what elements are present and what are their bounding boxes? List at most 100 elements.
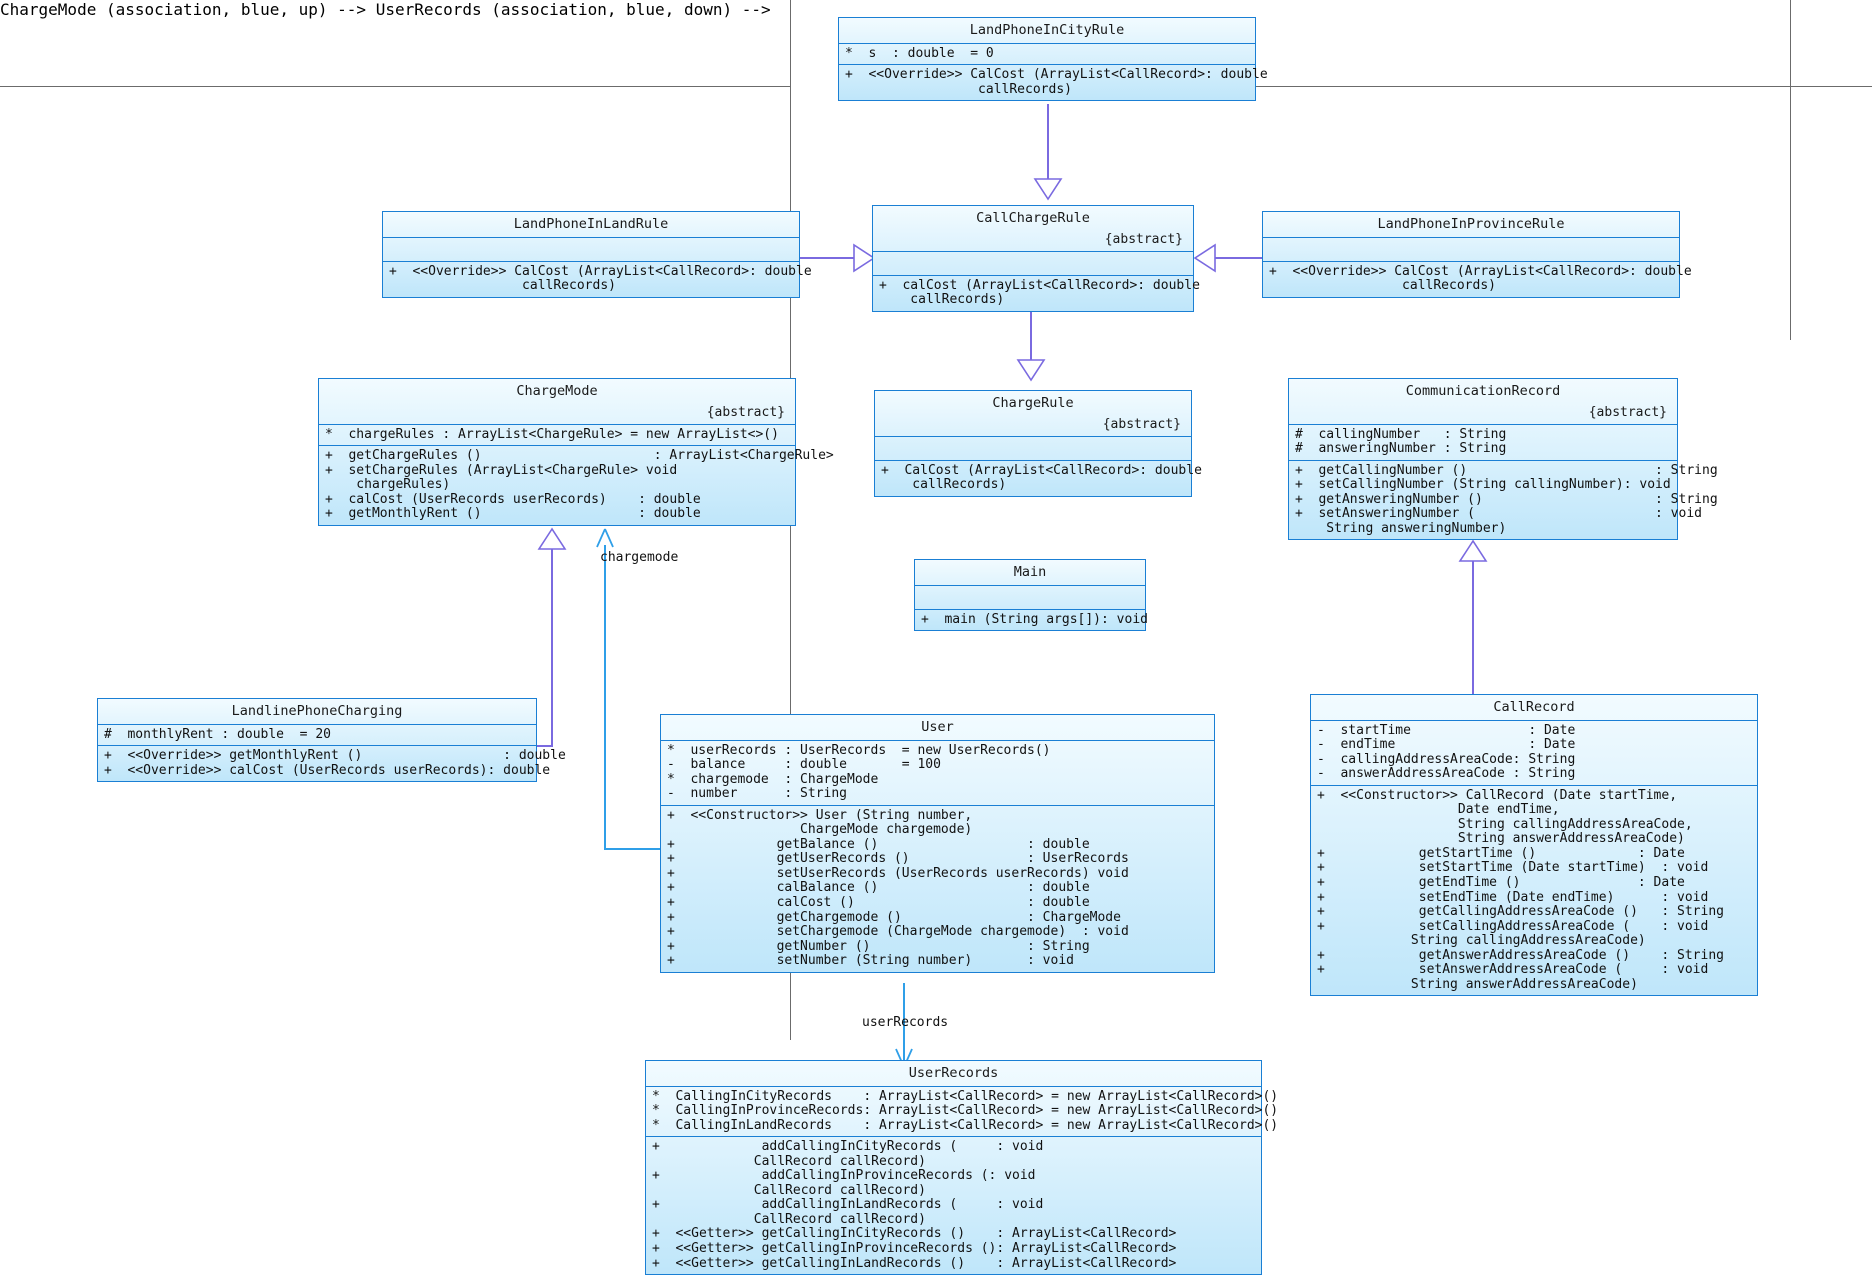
class-box-communicationrecord[interactable]: CommunicationRecord {abstract} # calling… — [1288, 378, 1718, 541]
operation-row: + calCost (UserRecords userRecords) : do… — [325, 491, 701, 507]
attribute-row: * CallingInProvinceRecords: ArrayList<Ca… — [652, 1103, 1279, 1119]
attribute-row: - endTime : Date — [1317, 737, 1576, 753]
class-box-chargemode[interactable]: ChargeMode {abstract} * chargeRules : Ar… — [318, 378, 834, 526]
operation-row: + setAnswerAddressAreaCode ( : void — [1317, 962, 1709, 978]
operation-row: + getAnswerAddressAreaCode () : String — [1317, 947, 1724, 963]
operation-row: String answeringNumber) — [1295, 520, 1507, 536]
operations-landphoneinlandrule: + <<Override>> CalCost (ArrayList<CallRe… — [383, 260, 812, 297]
abstract-marker-communicationrecord: {abstract} — [1588, 404, 1667, 420]
class-box-main[interactable]: Main + main (String args[]): void — [914, 559, 1148, 632]
operation-row: + setCallingAddressAreaCode ( : void — [1317, 918, 1709, 934]
attribute-row-empty — [915, 589, 1145, 606]
attributes-landphoneincityrule: * s : double = 0 — [839, 42, 1255, 65]
generalization-arrow-chargemode — [537, 527, 567, 550]
operation-row: + addCallingInProvinceRecords (: void — [652, 1168, 1036, 1184]
class-box-callrecord[interactable]: CallRecord - startTime : Date - endTime … — [1310, 694, 1758, 997]
attributes-landlinephonecharging: # monthlyRent : double = 20 — [98, 723, 536, 746]
operation-row: + setUserRecords (UserRecords userRecord… — [667, 865, 1129, 881]
operation-row: + getAnsweringNumber () : String — [1295, 491, 1718, 507]
class-name-user: User — [921, 719, 954, 735]
attribute-row: * chargeRules : ArrayList<ChargeRule> = … — [325, 426, 779, 442]
operation-row: String callingAddressAreaCode) — [1317, 933, 1646, 949]
operation-row: + setNumber (String number) : void — [667, 953, 1074, 969]
attributes-landphoneinprovincerule — [1263, 236, 1679, 261]
attribute-row-empty — [383, 241, 799, 258]
operation-row: CallRecord callRecord) — [652, 1211, 926, 1227]
class-box-user[interactable]: User * userRecords : UserRecords = new U… — [660, 714, 1215, 973]
attribute-row: - number : String — [667, 786, 848, 802]
generalization-arrow-city — [1033, 178, 1063, 201]
class-box-landlinephonecharging[interactable]: LandlinePhoneCharging # monthlyRent : do… — [97, 698, 566, 783]
abstract-marker-callchargerule: {abstract} — [1104, 231, 1183, 247]
operation-row: + <<Override>> CalCost (ArrayList<CallRe… — [389, 263, 812, 279]
class-name-callchargerule: CallChargeRule — [976, 210, 1090, 226]
operation-row: + calBalance () : double — [667, 880, 1090, 896]
page-guide-horizontal-right — [1060, 86, 1872, 87]
abstract-marker-chargerule: {abstract} — [1102, 416, 1181, 432]
operation-row: + <<Override>> calCost (UserRecords user… — [104, 762, 551, 778]
operation-row: String answerAddressAreaCode) — [1317, 976, 1638, 992]
operation-row: + getMonthlyRent () : double — [325, 506, 701, 522]
operation-row: callRecords) — [1269, 278, 1496, 294]
operation-row: + <<Override>> CalCost (ArrayList<CallRe… — [845, 67, 1268, 83]
operation-row: + getCallingAddressAreaCode () : String — [1317, 904, 1724, 920]
operation-row: + getChargemode () : ChargeMode — [667, 909, 1121, 925]
class-name-landphoneinprovincerule: LandPhoneInProvinceRule — [1377, 216, 1565, 232]
operation-row: + <<Constructor>> User (String number, — [667, 807, 973, 823]
attribute-row: - answerAddressAreaCode : String — [1317, 766, 1576, 782]
attribute-row: * userRecords : UserRecords = new UserRe… — [667, 742, 1051, 758]
assoc-arrow-chargemode — [596, 528, 614, 548]
generalization-arrow-province — [1193, 243, 1216, 273]
class-box-callchargerule[interactable]: CallChargeRule {abstract} + calCost (Arr… — [872, 205, 1200, 312]
attributes-chargerule — [875, 435, 1191, 460]
class-box-landphoneinlandrule[interactable]: LandPhoneInLandRule + <<Override>> CalCo… — [382, 211, 812, 298]
assoc-userrecords-vertical — [903, 983, 905, 1068]
operation-row: + getStartTime () : Date — [1317, 845, 1685, 861]
class-name-chargerule: ChargeRule — [992, 395, 1074, 411]
attribute-row: - balance : double = 100 — [667, 757, 941, 773]
attribute-row: * CallingInLandRecords : ArrayList<CallR… — [652, 1117, 1279, 1133]
operation-row: + getBalance () : double — [667, 836, 1090, 852]
operation-row: callRecords) — [879, 292, 1005, 308]
attributes-landphoneinlandrule — [383, 236, 799, 261]
operation-row: callRecords) — [881, 477, 1007, 493]
operation-row: + <<Getter>> getCallingInCityRecords () … — [652, 1226, 1177, 1242]
link-landline-h1 — [537, 745, 553, 747]
class-box-landphoneincityrule[interactable]: LandPhoneInCityRule * s : double = 0 + <… — [838, 17, 1268, 102]
operation-row: + calCost (ArrayList<CallRecord>: double — [879, 277, 1200, 293]
operation-row: CallRecord callRecord) — [652, 1182, 926, 1198]
class-name-landphoneincityrule: LandPhoneInCityRule — [969, 22, 1125, 38]
class-box-chargerule[interactable]: ChargeRule {abstract} + CalCost (ArrayLi… — [874, 390, 1202, 497]
link-land-to-callchargerule — [800, 257, 856, 259]
attribute-row: # callingNumber : String — [1295, 426, 1507, 442]
class-name-main: Main — [1013, 564, 1047, 580]
assoc-chargemode-horizontal — [604, 848, 661, 850]
link-landline-v — [551, 545, 553, 747]
operation-row: callRecords) — [389, 278, 616, 294]
operation-row: + setAnsweringNumber ( : void — [1295, 506, 1702, 522]
operation-row: ChargeMode chargemode) — [667, 822, 973, 838]
attribute-row-empty — [875, 440, 1191, 457]
class-box-userrecords[interactable]: UserRecords * CallingInCityRecords : Arr… — [645, 1060, 1279, 1276]
attribute-row: - callingAddressAreaCode: String — [1317, 751, 1576, 767]
assoc-label-userrecords: userRecords — [862, 1015, 949, 1030]
operation-row: + main (String args[]): void — [921, 611, 1148, 627]
attributes-userrecords: * CallingInCityRecords : ArrayList<CallR… — [646, 1085, 1279, 1137]
operation-row: + getChargeRules () : ArrayList<ChargeRu… — [325, 448, 834, 464]
page-guide-horizontal-left — [0, 86, 790, 87]
operation-row: + setStartTime (Date startTime) : void — [1317, 860, 1709, 876]
operations-landlinephonecharging: + <<Override>> getMonthlyRent () : doubl… — [98, 745, 566, 781]
operation-row: + setChargeRules (ArrayList<ChargeRule> … — [325, 462, 678, 478]
operations-communicationrecord: + getCallingNumber () : String + setCall… — [1289, 459, 1718, 540]
generalization-arrow-chargerule — [1016, 359, 1046, 382]
operation-row: + getUserRecords () : UserRecords — [667, 851, 1129, 867]
operation-row: + setEndTime (Date endTime) : void — [1317, 889, 1709, 905]
operation-row: + CalCost (ArrayList<CallRecord>: double — [881, 462, 1202, 478]
attributes-communicationrecord: # callingNumber : String # answeringNumb… — [1289, 423, 1677, 460]
generalization-arrow-land — [853, 243, 876, 273]
attribute-row: # answeringNumber : String — [1295, 441, 1507, 457]
class-name-communicationrecord: CommunicationRecord — [1405, 383, 1561, 399]
operation-row: chargeRules) — [325, 477, 451, 493]
class-box-landphoneinprovincerule[interactable]: LandPhoneInProvinceRule + <<Override>> C… — [1262, 211, 1692, 298]
